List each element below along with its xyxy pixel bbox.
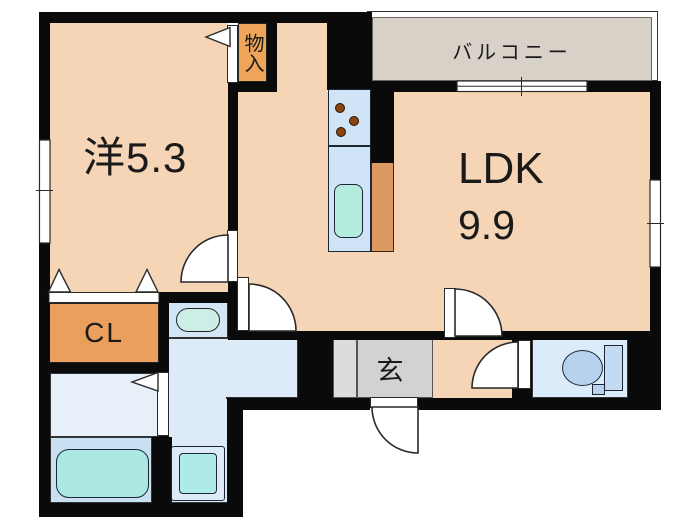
door-panel-entrance (370, 397, 418, 408)
washing-machine (179, 453, 217, 494)
wall-closet-bottom (39, 363, 169, 373)
closet-box (49, 303, 159, 363)
genkan-floor (357, 338, 433, 398)
door-panel-storage (227, 25, 238, 83)
wall-top (40, 12, 372, 23)
wall-kitchen-pillar (371, 83, 394, 163)
wall-bedroom-bottom (39, 292, 240, 303)
genkan-step (333, 338, 357, 398)
washroom-floor (50, 373, 160, 437)
toilet-bowl (562, 350, 603, 386)
bedroom-label: 洋5.3 (83, 134, 188, 181)
wall-ldk-top (372, 81, 661, 92)
ldk-label: LDK 9.9 (458, 140, 544, 252)
toilet-flush-box (592, 384, 605, 395)
toilet-tank (604, 345, 623, 391)
bathtub (56, 449, 149, 498)
wall-bottom-right (418, 398, 661, 410)
stove-burner (336, 127, 346, 137)
wall-left (39, 12, 50, 517)
hallway-floor (168, 338, 298, 398)
kitchen-counter-divider (329, 145, 370, 147)
door-panel-ldk-corridor (444, 288, 456, 338)
kitchen-sink (334, 184, 363, 238)
wall-bottom-left (39, 503, 243, 517)
ldk-size: 9.9 (458, 202, 515, 249)
toilet-corridor-floor (433, 336, 512, 398)
door-panel-ldk-hall (237, 277, 249, 331)
entrance-label: 玄 (376, 355, 404, 386)
wall-storage-bottom (228, 82, 277, 92)
wall-kitchen-block (327, 23, 372, 90)
stove-burner (349, 116, 359, 126)
door-arc-entrance (371, 406, 419, 454)
ldk-name: LDK (458, 144, 544, 193)
door-panel-bedroom (227, 230, 238, 282)
wall-genkan-left (298, 331, 333, 410)
balcony-floor (372, 17, 652, 81)
wall-bedroom-right-lower (228, 282, 238, 340)
storage-label: 物入 (241, 33, 263, 73)
balcony-label: バルコニー (452, 42, 572, 64)
wall-bathroom-right (152, 437, 172, 503)
wall-bedroom-right-upper (228, 83, 238, 230)
closet-label: CL (84, 317, 124, 348)
ldk-floor-nook (277, 23, 327, 92)
kitchen-side-counter (371, 162, 394, 252)
stove-burner (335, 103, 345, 113)
wall-right-block (628, 331, 661, 410)
wall-storage-right (267, 23, 277, 92)
vanity-basin (176, 308, 220, 332)
wall-washroom-right (159, 293, 169, 440)
wall-ldk-right (650, 81, 661, 340)
storage-box (238, 23, 267, 82)
door-panel-toilet (518, 340, 531, 389)
door-panel-washroom (157, 372, 169, 436)
hallway-floor-patch (169, 396, 226, 401)
wall-hall-right (227, 398, 243, 517)
